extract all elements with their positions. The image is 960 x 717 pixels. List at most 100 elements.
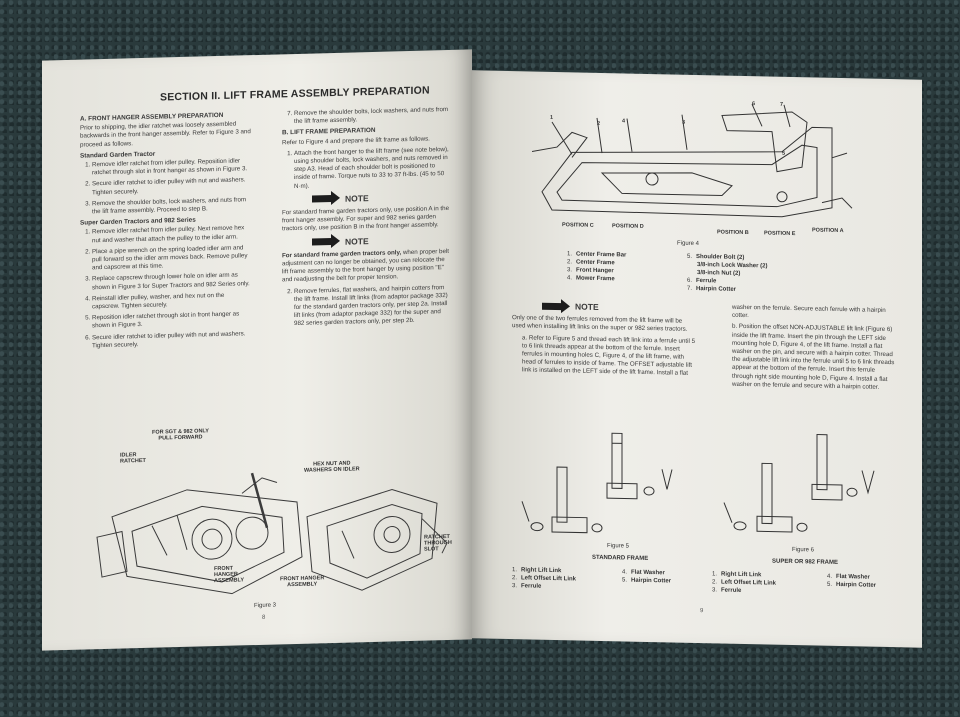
list-item: Reinstall idler pulley, washer, and hex … <box>92 291 252 312</box>
note-2: NOTE <box>312 235 450 247</box>
legend-num: 2. <box>567 259 573 266</box>
step-a-text: Refer to Figure 5 and thread each lift l… <box>522 334 696 378</box>
arrow-right-icon <box>312 195 332 203</box>
figure-5-title: STANDARD FRAME <box>592 554 649 562</box>
position-b: POSITION B <box>717 229 749 237</box>
list-item: Replace capscrew through lower hole on i… <box>92 272 252 293</box>
lift-steps-1: Attach the front hanger to the lift fram… <box>294 146 450 191</box>
note-label: NOTE <box>345 192 369 204</box>
list-item: Attach the front hanger to the lift fram… <box>294 146 450 191</box>
legend-num: 3. <box>567 267 573 274</box>
left-column-2: Remove the shoulder bolts, lock washers,… <box>282 106 450 332</box>
figure-4-legend-left: 1.Center Frame Bar 2.Center Frame 3.Fron… <box>567 250 626 283</box>
intro-a: Prior to shipping, the idler ratchet was… <box>80 120 251 149</box>
fig4-num-3: 3 <box>682 119 686 126</box>
list-item: Remove the shoulder bolts, lock washers,… <box>92 196 252 217</box>
list-item: Reposition idler ratchet through slot in… <box>92 310 252 331</box>
legend-num: 1. <box>512 567 518 574</box>
standard-steps: Remove idler ratchet from idler pulley. … <box>92 157 252 216</box>
legend-num: 2. <box>712 579 718 586</box>
note-label: NOTE <box>345 235 369 247</box>
figure-6-drawing <box>723 434 875 533</box>
fig4-num-4: 4 <box>622 118 626 125</box>
position-c: POSITION C <box>562 222 594 229</box>
figure-5-legend-left: 1.Right Lift Link 2.Left Offset Lift Lin… <box>512 566 576 591</box>
lift-steps-2: Remove ferrules, flat washers, and hairp… <box>294 284 450 329</box>
figure-6-legend-left: 1.Right Lift Link 2.Left Offset Lift Lin… <box>712 570 776 595</box>
legend-row: 5.Hairpin Cotter <box>622 576 671 585</box>
note-2-text: For standard frame garden tractors only,… <box>282 248 450 285</box>
legend-num: 3. <box>512 583 518 590</box>
label-hex-nut: HEX NUT AND WASHERS ON IDLER <box>304 460 360 474</box>
legend-row: 3.Ferrule <box>712 586 776 595</box>
left-page: SECTION II. LIFT FRAME ASSEMBLY PREPARAT… <box>42 49 472 651</box>
figure-5-drawing <box>521 432 673 534</box>
note-right-text: Only one of the two ferrules removed fro… <box>512 314 688 334</box>
legend-num: 6. <box>687 277 693 284</box>
legend-num: 1. <box>712 571 718 578</box>
legend-row: 5.Hairpin Cotter <box>827 581 876 590</box>
figure-4-drawing <box>532 103 853 218</box>
fig4-num-7: 7 <box>780 101 784 108</box>
arrow-right-icon <box>312 238 332 246</box>
right-page: 1 2 3 4 5 6 7 POSITION C POSITION D POSI… <box>472 70 922 648</box>
label-idler-ratchet: IDLER RATCHET <box>120 452 146 465</box>
note-label: NOTE <box>575 301 599 312</box>
step-7: Remove the shoulder bolts, lock washers,… <box>294 106 450 126</box>
step-a: a. Refer to Figure 5 and thread each lif… <box>512 334 697 379</box>
legend-num: 2. <box>512 575 518 582</box>
figure-6-caption: Figure 6 <box>792 546 815 554</box>
note-1-text: For standard frame garden tractors only,… <box>282 205 450 233</box>
figure-5-legend-right: 4.Flat Washer 5.Hairpin Cotter <box>622 568 671 585</box>
fig4-num-5: 5 <box>782 150 786 157</box>
legend-row: 7.Hairpin Cotter <box>687 285 767 295</box>
step-b: b. Position the offset NON-ADJUSTABLE li… <box>722 323 897 392</box>
figure-3-drawing <box>96 472 448 595</box>
legend-num: 5. <box>622 577 628 584</box>
figure-4-caption: Figure 4 <box>677 240 700 248</box>
legend-num: 4. <box>827 573 833 580</box>
list-item: Remove idler ratchet from idler pulley. … <box>92 225 252 246</box>
legend-num: 4. <box>622 569 628 576</box>
legend-text: Hairpin Cotter <box>631 577 672 585</box>
label-for-sgt: FOR SGT & 982 ONLY PULL FORWARD <box>152 428 209 442</box>
right-column-1: NOTE Only one of the two ferrules remove… <box>512 296 697 382</box>
note-1: NOTE <box>312 192 450 204</box>
legend-num: 3. <box>712 587 718 594</box>
legend-text: Hairpin Cotter <box>836 581 877 589</box>
note-right: NOTE <box>542 301 697 313</box>
right-column-2: washer on the ferrule. Secure each ferru… <box>722 304 897 396</box>
label-ratchet-slot: RATCHET THROUGH SLOT <box>424 533 452 553</box>
list-item: Secure idler ratchet to idler pulley wit… <box>92 330 252 351</box>
legend-text: Mower Frame <box>576 275 615 283</box>
position-a: POSITION A <box>812 227 844 235</box>
section-title: SECTION II. LIFT FRAME ASSEMBLY PREPARAT… <box>160 84 430 104</box>
legend-text: Ferrule <box>721 587 742 594</box>
figure-6-title: SUPER OR 982 FRAME <box>772 558 839 566</box>
legend-text: Ferrule <box>521 583 542 590</box>
position-d: POSITION D <box>612 223 644 230</box>
page-number-left: 8 <box>262 614 266 621</box>
legend-num: 4. <box>567 275 573 282</box>
legend-row: 4.Mower Frame <box>567 274 626 283</box>
fig4-num-2: 2 <box>597 120 601 127</box>
list-item: Secure idler ratchet to idler pulley wit… <box>92 177 252 198</box>
list-item: Place a pipe wrench on the spring loaded… <box>92 244 252 273</box>
step-a-letter: a. <box>522 333 529 342</box>
step-a-continued: washer on the ferrule. Secure each ferru… <box>732 303 886 320</box>
fig4-num-6: 6 <box>752 101 756 108</box>
label-front-hanger-left: FRONT HANGER ASSEMBLY <box>214 565 245 585</box>
position-e: POSITION E <box>764 230 796 238</box>
figure-4-legend-right: 5.Shoulder Bolt (2) 3/8-inch Lock Washer… <box>687 253 767 295</box>
label-front-hanger-mid: FRONT HANGER ASSEMBLY <box>280 575 325 589</box>
step-b-letter: b. <box>732 323 739 331</box>
figure-6-legend-right: 4.Flat Washer 5.Hairpin Cotter <box>827 573 876 590</box>
legend-text: Hairpin Cotter <box>696 285 737 293</box>
arrow-right-icon <box>542 302 562 310</box>
legend-num: 1. <box>567 251 573 258</box>
legend-num: 5. <box>827 581 833 588</box>
figure-5-caption: Figure 5 <box>607 543 630 550</box>
legend-num: 5. <box>687 253 693 260</box>
legend-num: 7. <box>687 285 693 292</box>
left-column-1: A. FRONT HANGER ASSEMBLY PREPARATION Pri… <box>80 111 252 354</box>
